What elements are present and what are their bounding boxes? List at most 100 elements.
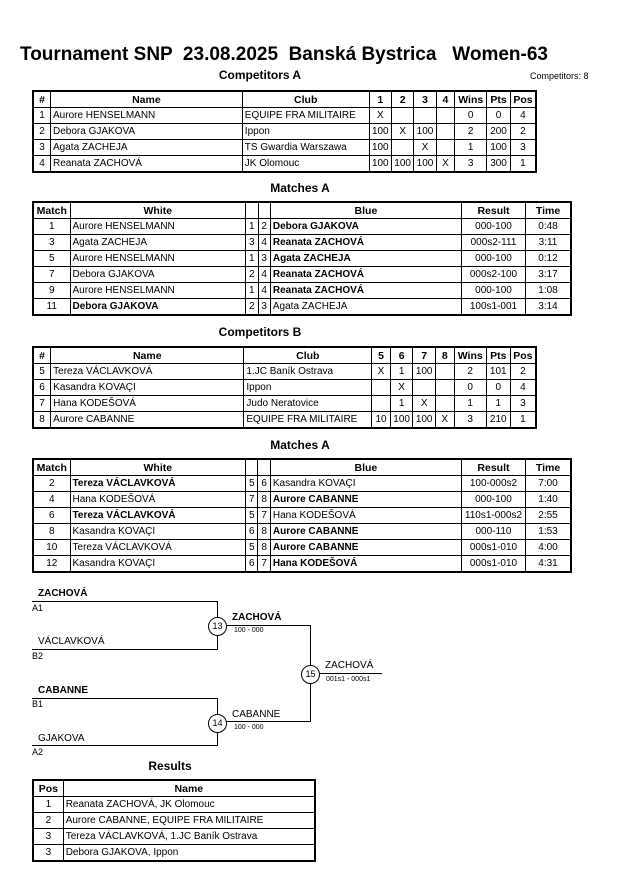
match-result: 100-000s2 (460, 475, 527, 492)
match-number: 1 (32, 218, 71, 235)
sf2-bottom-name: GJAKOVA (38, 733, 85, 744)
score-cell: 100 (389, 411, 414, 429)
white-number: 5 (245, 475, 259, 492)
blue-competitor: Reanata ZACHOVÁ (269, 266, 462, 283)
blue-competitor: Agata ZACHEJA (269, 250, 462, 267)
score-cell: 1 (389, 395, 414, 412)
white-number: 1 (245, 250, 259, 267)
match-time: 1:40 (525, 491, 572, 508)
row-number: 8 (32, 411, 52, 429)
blue-number: 4 (257, 234, 271, 251)
blue-number: 4 (257, 282, 271, 299)
result-position: 3 (32, 844, 64, 862)
competitor-club: 1.JC Baník Ostrava (243, 363, 373, 380)
column-header: Result (460, 201, 527, 219)
column-header: 7 (412, 346, 436, 364)
points-cell: 200 (486, 123, 511, 140)
match-number: 6 (32, 507, 71, 524)
white-number: 6 (245, 555, 259, 573)
match-number: 3 (32, 234, 71, 251)
position-cell: 3 (509, 395, 537, 412)
column-header (245, 201, 259, 219)
sf1-top-name: ZACHOVÁ (38, 588, 88, 599)
score-cell (434, 395, 455, 412)
column-header: Pos (509, 346, 537, 364)
match-number: 8 (32, 523, 71, 540)
matches-a-heading: Matches A (270, 181, 330, 195)
match-time: 0:12 (525, 250, 572, 267)
blue-number: 6 (257, 475, 271, 492)
blue-number: 4 (257, 266, 271, 283)
score-cell (371, 379, 391, 396)
column-header: White (69, 201, 247, 219)
result-name: Reanata ZACHOVÁ, JK Olomouc (62, 796, 316, 813)
match-time: 3:17 (525, 266, 572, 283)
competitors-b-heading: Competitors B (218, 325, 302, 339)
blue-number: 2 (257, 218, 271, 235)
column-header: Pts (486, 90, 511, 108)
match-time: 1:53 (525, 523, 572, 540)
position-cell: 2 (509, 123, 537, 140)
blue-number: 8 (257, 523, 271, 540)
points-cell: 300 (486, 155, 511, 173)
position-cell: 1 (509, 411, 537, 429)
points-cell: 210 (485, 411, 511, 429)
wins-cell: 1 (454, 139, 488, 156)
blue-number: 8 (257, 491, 271, 508)
match-result: 000s2-100 (460, 266, 527, 283)
sf1-top-line (32, 601, 218, 602)
white-competitor: Tereza VÁCLAVKOVÁ (69, 507, 247, 524)
column-header: 3 (413, 90, 437, 108)
sf1-score: 100 - 000 (234, 627, 264, 634)
row-number: 2 (32, 123, 52, 140)
score-cell: 10 (371, 411, 391, 429)
score-cell: X (435, 155, 456, 173)
column-header: Pos (509, 90, 537, 108)
match-result: 000s1-010 (460, 555, 527, 573)
match-time: 4:00 (525, 539, 572, 556)
column-header: # (32, 346, 52, 364)
blue-competitor: Kasandra KOVAÇI (269, 475, 462, 492)
competitor-name: Agata ZACHEJA (50, 139, 243, 156)
column-header: Pts (485, 346, 511, 364)
column-header: Match (32, 458, 71, 476)
competitor-club: EQUIPE FRA MILITAIRE (241, 107, 370, 124)
score-cell (390, 107, 415, 124)
column-header (257, 201, 271, 219)
result-name: Debora GJAKOVA, Ippon (62, 844, 316, 862)
competitor-club: TS Gwardia Warszawa (241, 139, 370, 156)
score-cell: X (368, 107, 392, 124)
score-cell: X (412, 395, 436, 412)
white-number: 2 (245, 298, 259, 316)
score-cell: 1 (389, 363, 414, 380)
column-header: 6 (389, 346, 414, 364)
score-cell: X (371, 363, 391, 380)
column-header: Time (525, 458, 572, 476)
white-competitor: Tereza VÁCLAVKOVÁ (69, 475, 247, 492)
score-cell (434, 363, 455, 380)
white-number: 5 (245, 539, 259, 556)
row-number: 3 (32, 139, 52, 156)
wins-cell: 3 (453, 411, 487, 429)
white-competitor: Debora GJAKOVA (69, 298, 247, 316)
white-competitor: Kasandra KOVAÇI (69, 555, 247, 573)
match-number: 9 (32, 282, 71, 299)
points-cell: 1 (485, 395, 511, 412)
position-cell: 4 (509, 107, 537, 124)
column-header: Name (50, 90, 243, 108)
competitor-name: Aurore HENSELMANN (50, 107, 243, 124)
position-cell: 3 (509, 139, 537, 156)
column-header: Club (241, 90, 370, 108)
column-header (245, 458, 259, 476)
competitor-name: Reanata ZACHOVÁ (50, 155, 243, 173)
